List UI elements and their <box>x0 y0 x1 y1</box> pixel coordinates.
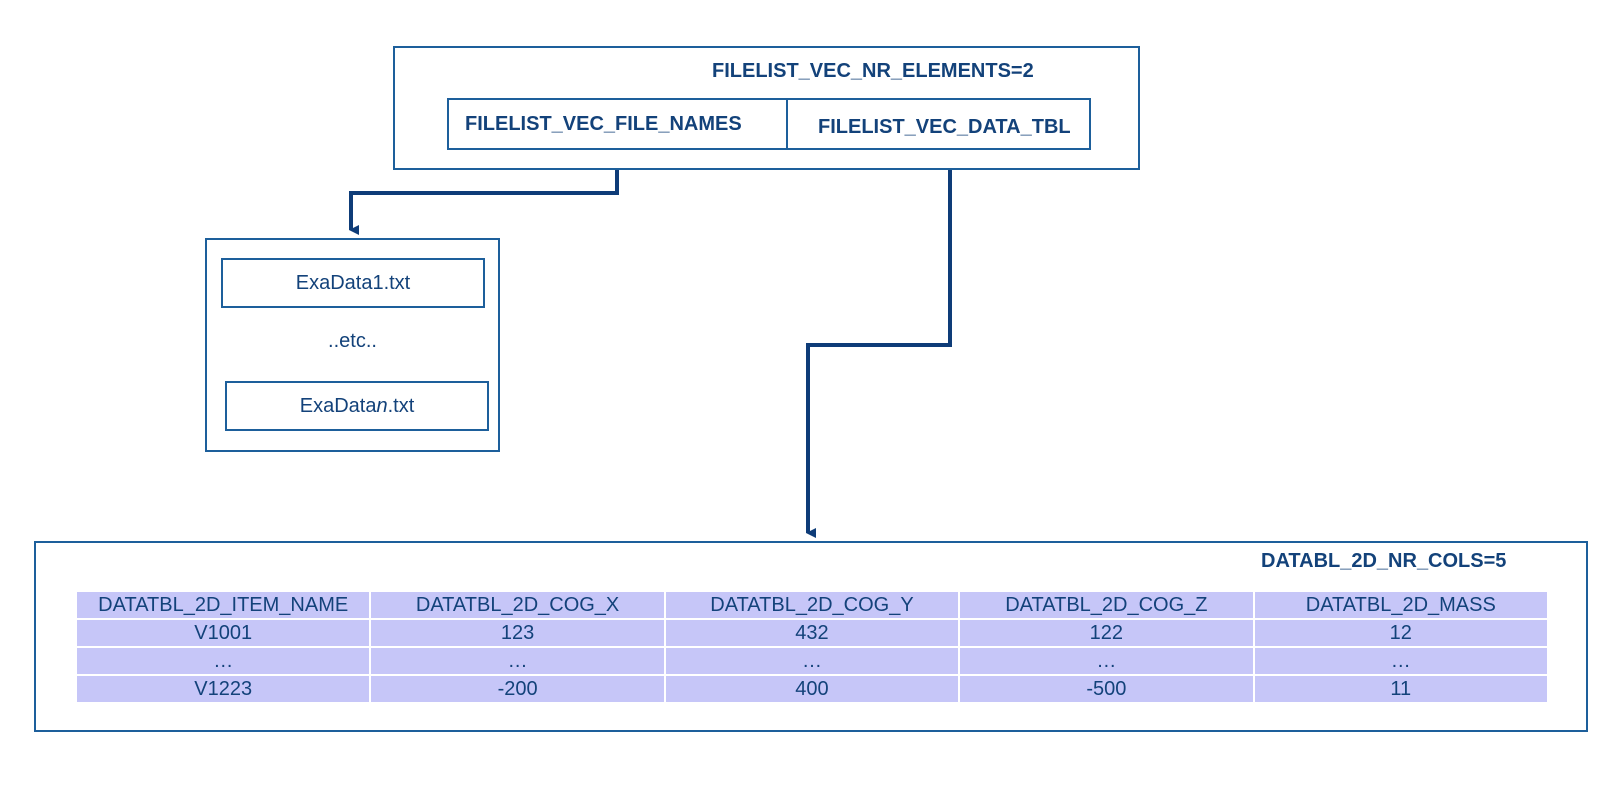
filelist-file-names-cell: FILELIST_VEC_FILE_NAMES <box>447 98 787 150</box>
table-cell: 400 <box>663 674 961 704</box>
table-cell: 123 <box>369 618 666 648</box>
filelist-nr-elements-label: FILELIST_VEC_NR_ELEMENTS=2 <box>712 60 1034 82</box>
file-name-last-prefix: ExaData <box>299 394 377 417</box>
datatbl-nr-cols-label: DATABL_2D_NR_COLS=5 <box>1261 550 1507 572</box>
table-cell: 11 <box>1252 674 1550 704</box>
table-row: … … … … … <box>74 646 1550 676</box>
filelist-file-names-label: FILELIST_VEC_FILE_NAMES <box>465 112 742 135</box>
table-cell: V1223 <box>74 674 372 704</box>
filelist-data-tbl-label: FILELIST_VEC_DATA_TBL <box>818 115 1071 138</box>
table-cell: … <box>74 646 372 676</box>
table-header-row: DATATBL_2D_ITEM_NAME DATATBL_2D_COG_X DA… <box>74 590 1550 620</box>
table-cell: … <box>663 646 961 676</box>
table-cell: 12 <box>1252 618 1550 648</box>
filelist-data-tbl-cell: FILELIST_VEC_DATA_TBL <box>786 98 1091 150</box>
table-row: V1223 -200 400 -500 11 <box>74 674 1550 704</box>
file-name-last-suffix: .txt <box>387 394 415 417</box>
table-cell: -200 <box>369 674 666 704</box>
table-cell: … <box>1252 646 1550 676</box>
table-header-cell: DATATBL_2D_COG_Z <box>958 590 1255 620</box>
table-cell: … <box>369 646 666 676</box>
table-header-cell: DATATBL_2D_COG_X <box>369 590 666 620</box>
table-row: V1001 123 432 122 12 <box>74 618 1550 648</box>
table-cell: -500 <box>958 674 1255 704</box>
table-cell: V1001 <box>74 618 372 648</box>
table-cell: 122 <box>958 618 1255 648</box>
datatbl-table: DATATBL_2D_ITEM_NAME DATATBL_2D_COG_X DA… <box>74 590 1550 704</box>
table-header-cell: DATATBL_2D_MASS <box>1252 590 1550 620</box>
file-name-last-index: n <box>376 394 388 417</box>
file-name-item-first: ExaData1.txt <box>221 258 485 308</box>
table-header-cell: DATATBL_2D_ITEM_NAME <box>74 590 372 620</box>
table-header-cell: DATATBL_2D_COG_Y <box>663 590 961 620</box>
arrow-data-tbl-to-table <box>806 150 952 538</box>
table-cell: 432 <box>663 618 961 648</box>
arrow-file-names-to-list <box>349 150 619 235</box>
table-cell: … <box>958 646 1255 676</box>
file-name-first: ExaData1.txt <box>295 271 411 294</box>
file-names-etc: ..etc.. <box>328 330 377 352</box>
